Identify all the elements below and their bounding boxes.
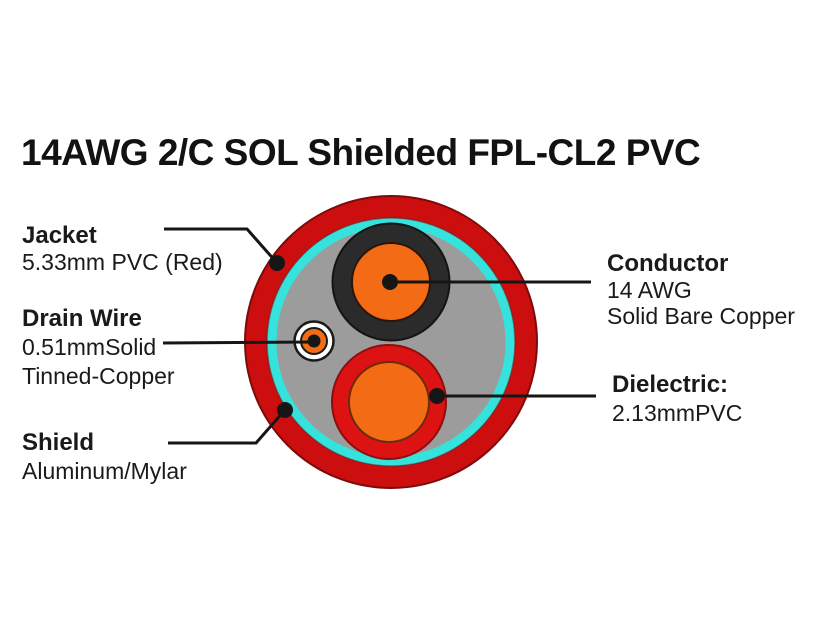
page-title: 14AWG 2/C SOL Shielded FPL-CL2 PVC bbox=[21, 132, 701, 173]
callout-conductor: Conductor 14 AWG Solid Bare Copper bbox=[607, 250, 795, 330]
conductor-spec-1: 14 AWG bbox=[607, 277, 692, 303]
filler-area bbox=[267, 218, 515, 466]
drain-wire-spec-1: 0.51mmSolid bbox=[22, 334, 157, 360]
conductor-leader-dot bbox=[382, 274, 398, 290]
shield-label: Shield bbox=[22, 429, 95, 456]
jacket-leader-dot bbox=[269, 255, 285, 271]
drain-wire-label: Drain Wire bbox=[22, 305, 142, 332]
conductor-label: Conductor bbox=[607, 250, 729, 277]
dielectric-spec: 2.13mmPVC bbox=[612, 400, 743, 426]
dielectric-leader-dot bbox=[429, 388, 445, 404]
drain-wire-spec-2: Tinned-Copper bbox=[22, 363, 175, 389]
callout-shield: Shield Aluminum/Mylar bbox=[22, 429, 187, 485]
callout-drain-wire: Drain Wire 0.51mmSolid Tinned-Copper bbox=[22, 304, 175, 391]
conductor-spec-2: Solid Bare Copper bbox=[607, 303, 795, 329]
drain-wire-leader-line bbox=[162, 340, 315, 345]
dielectric-core bbox=[348, 361, 430, 443]
shield-spec: Aluminum/Mylar bbox=[22, 458, 187, 484]
jacket-leader-line bbox=[164, 227, 279, 264]
shield-leader-line bbox=[168, 409, 287, 445]
jacket-spec: 5.33mm PVC (Red) bbox=[22, 249, 223, 275]
callout-jacket: Jacket 5.33mm PVC (Red) bbox=[22, 222, 223, 276]
dielectric-label: Dielectric: bbox=[612, 371, 729, 398]
callout-dielectric: Dielectric: 2.13mmPVC bbox=[612, 371, 742, 427]
drain-wire-leader-dot bbox=[307, 334, 321, 348]
jacket-label: Jacket bbox=[22, 222, 97, 249]
shield-leader-dot bbox=[277, 402, 293, 418]
